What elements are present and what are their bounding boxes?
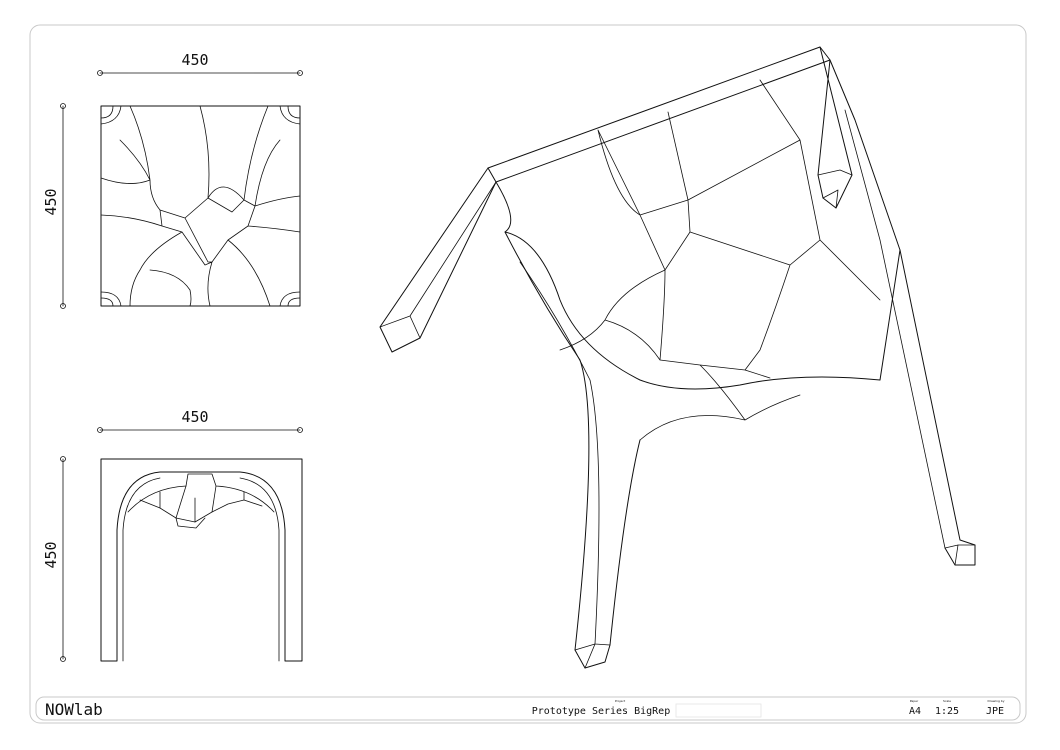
project-name: Prototype Series BigRep — [532, 706, 670, 717]
project-caption: Project — [615, 699, 626, 703]
top-view: 450 450 — [42, 51, 303, 309]
scale-value: 1:25 — [935, 706, 959, 717]
title-block-frame — [35, 696, 1021, 721]
drawn-by-caption: Drawing by — [987, 699, 1004, 703]
paper-caption: Paper — [910, 699, 919, 703]
paper-size: A4 — [909, 706, 921, 717]
title-block: NOWlab Project Prototype Series BigRep P… — [35, 696, 1021, 721]
front-view-width-dimension: 450 — [97, 408, 303, 433]
sheet-frame — [29, 24, 1027, 724]
isometric-view — [379, 46, 976, 669]
top-view-height-label: 450 — [42, 188, 60, 215]
front-view-width-label: 450 — [181, 408, 208, 426]
top-view-height-dimension: 450 — [42, 103, 66, 309]
scale-caption: Scale — [943, 699, 951, 703]
project-name-box — [675, 703, 762, 718]
top-view-width-label: 450 — [181, 51, 208, 69]
front-view: 450 450 — [42, 408, 303, 662]
front-view-height-label: 450 — [42, 541, 60, 568]
company-name: NOWlab — [45, 700, 103, 719]
top-view-width-dimension: 450 — [97, 51, 303, 76]
front-view-height-dimension: 450 — [42, 456, 66, 662]
drawn-by-value: JPE — [986, 706, 1004, 717]
